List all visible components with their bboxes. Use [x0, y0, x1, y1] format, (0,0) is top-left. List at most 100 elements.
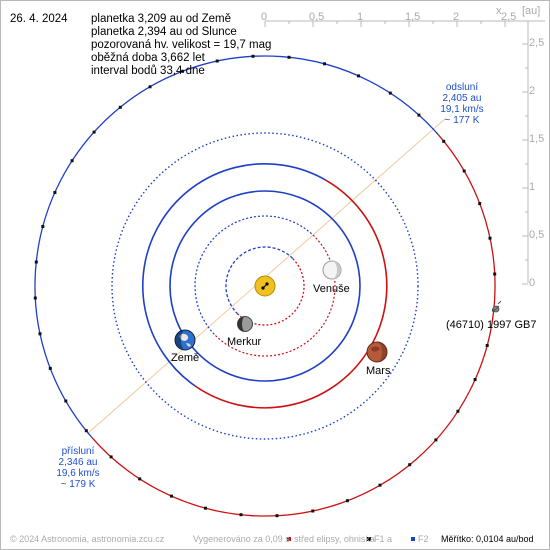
orbit-point	[442, 139, 446, 143]
asteroid-orbit-blue	[34, 55, 440, 438]
mercury-orbit-dashed	[194, 215, 315, 336]
aphelion-distance: 2,405 au	[442, 93, 482, 104]
sun	[254, 275, 276, 297]
date-label: 26. 4. 2024	[10, 13, 68, 25]
mercury-planet	[237, 316, 253, 332]
venus-orbit	[111, 132, 419, 440]
mars-planet	[366, 341, 388, 363]
right-tick-label: 2	[529, 85, 536, 97]
footer-scale: Měřítko: 0,0104 au/bod	[441, 534, 534, 544]
perihelion-speed: 19,6 km/s	[56, 468, 100, 479]
orbit-point	[417, 113, 421, 117]
top-tick-label: 0	[261, 11, 268, 23]
orbit-point	[204, 506, 207, 510]
earth-orbit	[169, 190, 361, 382]
perihelion-title: přísluní	[61, 446, 95, 457]
orbit-point	[215, 59, 219, 63]
orbit-point	[493, 272, 497, 276]
legend-f2-square	[411, 537, 415, 541]
aphelion-title: odsluní	[445, 82, 479, 93]
info-magnitude: pozorovaná hv. velikost = 19,7 mag	[91, 39, 272, 51]
orbit-point	[251, 54, 255, 58]
axes	[264, 20, 545, 285]
aphelion-speed: 19,1 km/s	[440, 104, 484, 115]
info-period: oběžná doba 3,662 let	[91, 52, 205, 64]
asteroid-orbit-red	[90, 134, 496, 517]
right-axis-ticks	[522, 43, 528, 285]
info-distance-sun: planetka 2,394 au od Slunce	[91, 26, 237, 38]
top-tick-label: 1	[357, 11, 364, 23]
orbit-point	[485, 344, 489, 347]
orbit-point	[434, 438, 438, 442]
orbit-point	[345, 499, 349, 503]
mercury-label: Merkur	[227, 336, 262, 348]
orbit-point	[109, 455, 113, 459]
orbit-point	[275, 514, 279, 518]
orbit-point	[323, 62, 326, 66]
orbit-point	[239, 513, 243, 517]
orbit-point	[488, 236, 492, 240]
top-tick-label: 1,5	[405, 11, 421, 23]
earth-planet	[174, 329, 196, 351]
perihelion-label: přísluní 2,346 au 19,6 km/s ~ 179 K	[50, 446, 106, 490]
right-tick-label: 2,5	[529, 37, 545, 49]
top-tick-label: 2	[453, 11, 460, 23]
aphelion-temp: ~ 177 K	[444, 115, 480, 126]
mars-label: Mars	[366, 365, 391, 377]
orbit-point	[148, 85, 152, 89]
venus-label: Venuše	[313, 283, 350, 295]
mars-orbit-blue	[141, 163, 327, 387]
info-interval: interval bodů 33,4 dne	[91, 65, 205, 77]
earth-label: Země	[171, 352, 200, 364]
perihelion-temp: ~ 179 K	[60, 479, 96, 490]
orbit-point	[70, 159, 74, 163]
aphelion-label: odsluní 2,405 au 19,1 km/s ~ 177 K	[434, 82, 490, 126]
inner-orbit-blue	[225, 246, 294, 315]
footer-legend-f2: F2	[418, 534, 429, 544]
legend-center-square	[287, 537, 291, 541]
asteroid-label: (46710) 1997 GB7	[446, 319, 537, 331]
footer-legend-center: střed elipsy, ohniska	[294, 534, 375, 544]
orbit-point	[388, 91, 392, 95]
legend-f1-square	[367, 537, 371, 541]
orbit-point	[473, 378, 477, 381]
orbit-point	[48, 366, 52, 370]
orbit-point	[181, 69, 185, 73]
orbit-point	[33, 296, 37, 300]
orbit-point	[38, 332, 42, 336]
orbit-point	[478, 202, 482, 206]
orbit-point	[138, 477, 142, 481]
footer-generated: Vygenerováno za 0,09 s	[193, 534, 290, 544]
orbit-point	[287, 55, 291, 59]
orbit-point	[378, 483, 382, 487]
right-tick-label: 1	[529, 181, 536, 193]
top-tick-label: 0,5	[309, 11, 325, 23]
right-tick-label: 1,5	[529, 133, 545, 145]
venus-planet	[322, 260, 342, 280]
orbit-point	[311, 509, 315, 513]
orbit-point	[84, 429, 88, 433]
orbit-point	[357, 74, 360, 78]
perihelion-distance: 2,346 au	[58, 457, 98, 468]
unit-label: [au]	[522, 5, 541, 17]
info-distance-earth: planetka 3,209 au od Země	[91, 13, 232, 25]
x-axis-label: x	[496, 5, 502, 17]
right-tick-label: 0,5	[529, 229, 545, 241]
footer-copyright: © 2024 Astronomia, astronomia.zcu.cz	[10, 534, 165, 544]
top-axis-ticks	[264, 21, 506, 27]
orbit-point	[456, 409, 460, 413]
orbit-point	[53, 191, 57, 194]
orbit-point	[408, 463, 412, 467]
mars-orbit-red	[194, 179, 388, 409]
orbit-point	[64, 399, 68, 403]
orbit-point	[462, 169, 466, 173]
right-tick-label: 0	[529, 277, 536, 289]
orbit-point	[92, 130, 96, 134]
footer-legend-f1: F1 a	[374, 534, 393, 544]
orbit-point	[170, 494, 173, 498]
orbit-point	[34, 260, 38, 264]
orbit-point	[118, 105, 122, 109]
info-block: planetka 3,209 au od Země planetka 2,394…	[91, 13, 271, 78]
asteroid-marker	[492, 300, 502, 313]
